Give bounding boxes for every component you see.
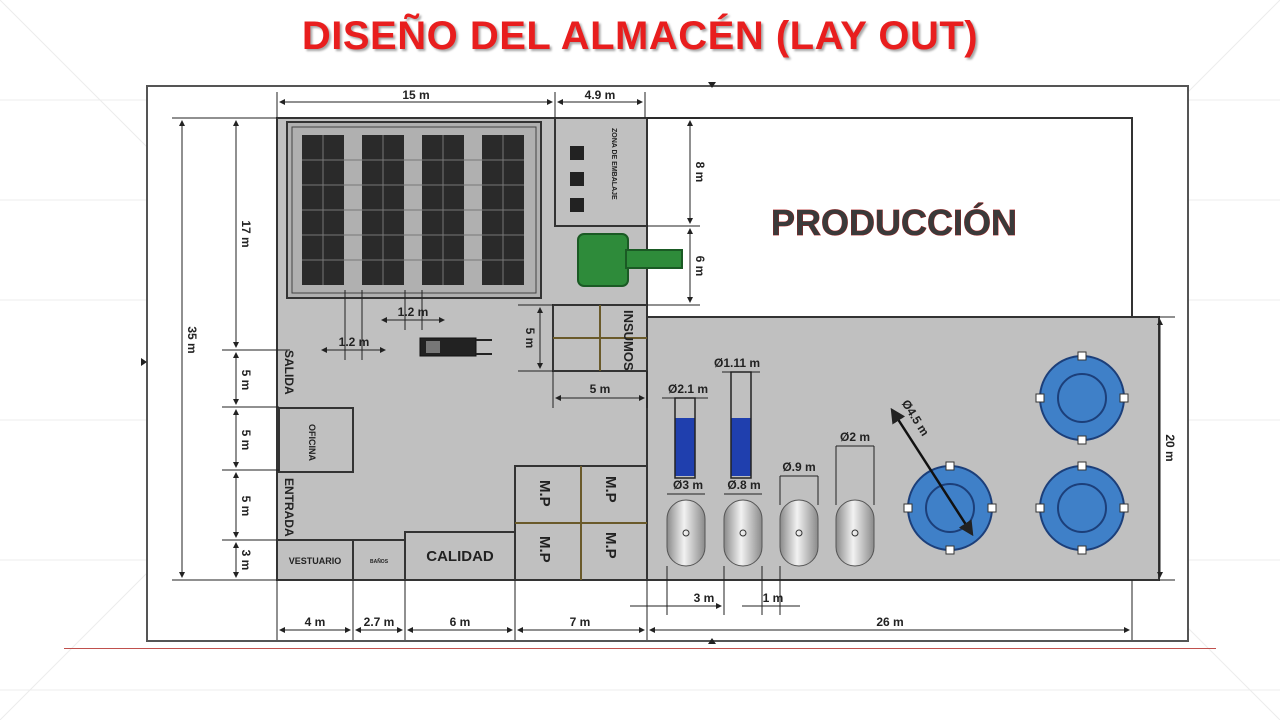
packing-zone-label: ZONA DE EMBALAJE — [610, 128, 617, 200]
mp-label-4: M.P — [602, 532, 619, 559]
banos-label: BAÑOS — [370, 558, 389, 565]
packing-table-3 — [570, 198, 584, 212]
dim-right-6: 6 m — [693, 256, 707, 277]
production-room — [646, 117, 1133, 319]
dim-bottom-4: 4 m — [305, 615, 326, 629]
dim-d-3: Ø3 m — [673, 478, 703, 492]
packing-table-1 — [570, 146, 584, 160]
dim-d-2: Ø2 m — [840, 430, 870, 444]
produccion-label: PRODUCCIÓN — [771, 201, 1017, 243]
calidad-room — [404, 531, 516, 581]
mp-label-3: M.P — [536, 536, 553, 563]
gray-tank-1 — [666, 499, 706, 567]
salida-label: SALIDA — [282, 350, 296, 395]
blue-column-1 — [675, 418, 695, 476]
gray-tank-2 — [723, 499, 763, 567]
dim-bottom-26: 26 m — [876, 615, 903, 629]
dim-gap-1: 1 m — [763, 591, 784, 605]
dim-left-17: 17 m — [239, 220, 253, 247]
dim-left-3: 3 m — [239, 550, 253, 571]
oficina-label: OFICINA — [307, 424, 317, 461]
packing-table-2 — [570, 172, 584, 186]
dim-aisle-1: 1.2 m — [339, 335, 370, 349]
oficina-room — [278, 407, 354, 473]
forklift-green — [577, 233, 683, 287]
packing-zone — [554, 117, 648, 227]
dim-d-0-8: Ø.8 m — [727, 478, 760, 492]
forklift-small — [419, 337, 492, 357]
vestuario-room — [276, 539, 354, 581]
dim-left-5c: 5 m — [239, 496, 253, 517]
dim-left-5a: 5 m — [239, 370, 253, 391]
dim-d-1-11: Ø1.11 m — [714, 356, 760, 370]
dim-insumos-w: 5 m — [590, 382, 611, 396]
dim-d-0-9: Ø.9 m — [782, 460, 815, 474]
dim-top-4-9: 4.9 m — [585, 88, 616, 102]
dim-top-15: 15 m — [402, 88, 429, 102]
dim-right-8: 8 m — [693, 162, 707, 183]
slide-title: DISEÑO DEL ALMACÉN (LAY OUT) — [301, 14, 979, 58]
gray-tank-3 — [779, 499, 819, 567]
dim-aisle-2: 1.2 m — [398, 305, 429, 319]
dim-right-20: 20 m — [1163, 434, 1177, 461]
dim-bottom-2-7: 2.7 m — [364, 615, 395, 629]
mp-label-2: M.P — [602, 476, 619, 503]
dim-bottom-7: 7 m — [570, 615, 591, 629]
dim-left-35: 35 m — [185, 326, 199, 353]
dim-d-2-1: Ø2.1 m — [668, 382, 708, 396]
gray-tank-4 — [835, 499, 875, 567]
footer-divider — [64, 648, 1216, 649]
mp-label-1: M.P — [536, 480, 553, 507]
insumos-label: INSUMOS — [621, 310, 636, 371]
dim-bottom-6: 6 m — [450, 615, 471, 629]
entrada-label: ENTRADA — [282, 478, 296, 537]
blue-tank-1 — [1035, 351, 1129, 445]
blue-column-2 — [731, 418, 751, 476]
dim-left-5b: 5 m — [239, 430, 253, 451]
blue-tank-3 — [1035, 461, 1129, 555]
calidad-label: CALIDAD — [426, 548, 494, 565]
dim-insumos-h: 5 m — [523, 328, 537, 349]
vestuario-label: VESTUARIO — [289, 556, 342, 566]
dim-gap-3: 3 m — [694, 591, 715, 605]
